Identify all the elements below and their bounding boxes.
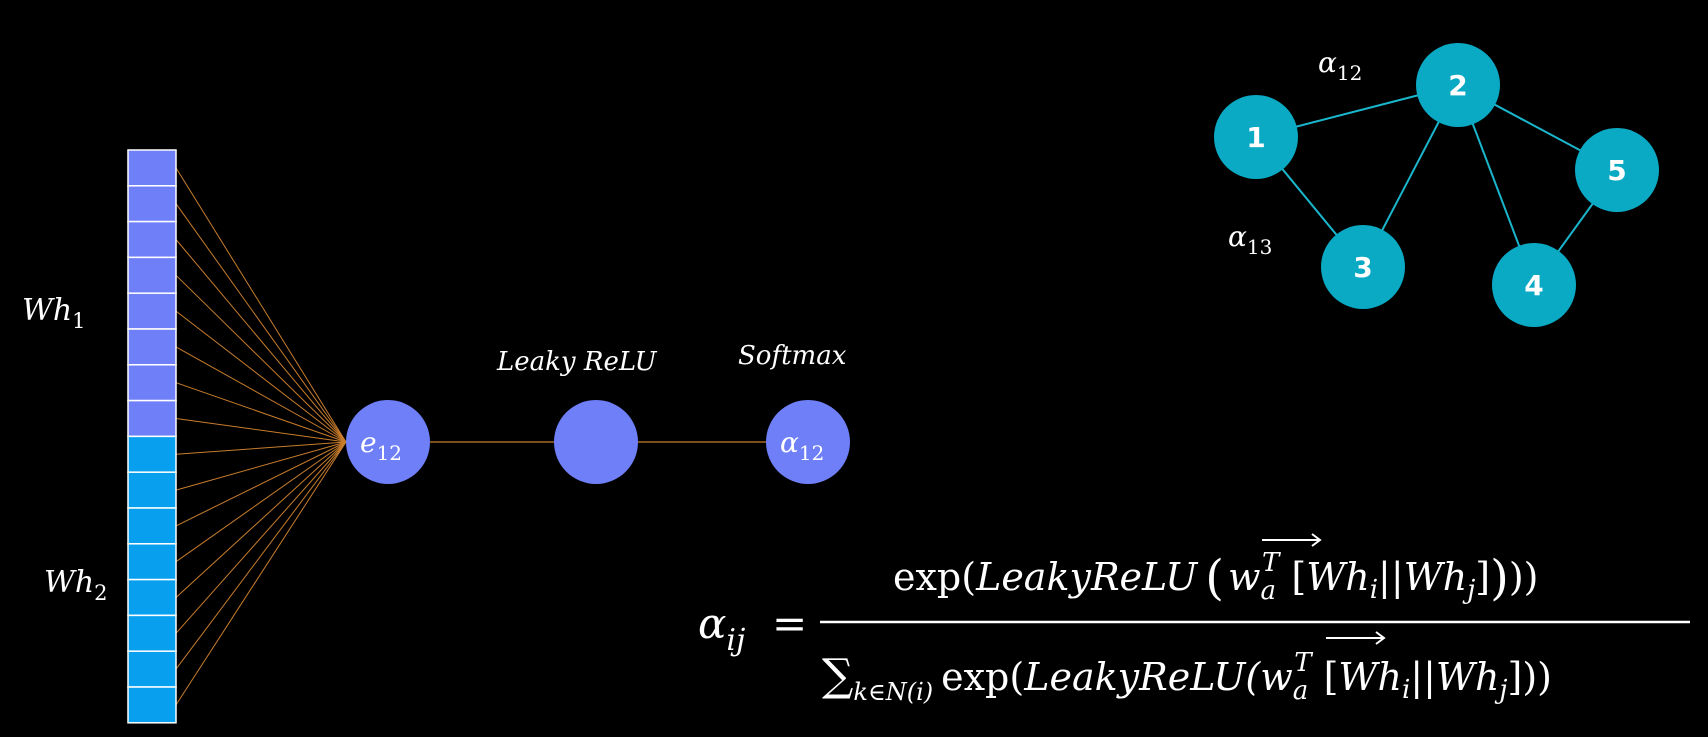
vector-cell <box>127 435 177 473</box>
graph-node-label-4: 4 <box>1524 269 1543 302</box>
formula-equals: = <box>772 599 807 648</box>
fan-line <box>175 274 347 443</box>
e12-node <box>346 400 430 484</box>
alpha12-pipeline-node <box>766 400 850 484</box>
graph-node-label-5: 5 <box>1607 154 1626 187</box>
graph-node-4 <box>1492 243 1576 327</box>
wh1-label: Wh1 <box>22 293 86 333</box>
graph-node-label-3: 3 <box>1353 251 1372 284</box>
vector-cell <box>127 220 177 259</box>
alpha12-pipeline-label: α12 <box>780 426 824 465</box>
leaky-relu-label: Leaky ReLU <box>496 347 658 377</box>
feature-vector <box>127 149 177 724</box>
graph-node-1 <box>1214 95 1298 179</box>
fan-line <box>175 441 347 670</box>
graph-node-5 <box>1575 128 1659 212</box>
vector-cell <box>127 328 177 366</box>
denominator-vector-arrow <box>1326 631 1386 645</box>
formula-denominator: ∑k∈N(i)exp(LeakyReLU(waT[Whi||Whj])) <box>822 648 1552 706</box>
vector-cell <box>127 578 177 617</box>
vector-cell <box>127 292 177 330</box>
fan-line <box>175 382 347 443</box>
fan-line <box>175 239 347 443</box>
fan-line <box>175 441 347 706</box>
fan-in-connectors <box>175 167 347 706</box>
fan-line <box>175 418 347 443</box>
vector-cell <box>127 686 177 724</box>
fan-line <box>175 167 347 443</box>
fan-line <box>175 441 347 491</box>
vector-cell <box>127 543 177 581</box>
vector-cell <box>127 256 177 294</box>
fan-line <box>175 441 347 598</box>
graph-edge-label-alpha12: α12 <box>1318 46 1362 85</box>
vector-cell <box>127 471 177 509</box>
numerator-vector-arrow <box>1262 533 1322 547</box>
fan-line <box>175 310 347 443</box>
formula-numerator: exp(LeakyReLU(waT[Whi||Whj]))) <box>893 548 1538 606</box>
graph-node-3 <box>1321 225 1405 309</box>
vector-cell <box>127 650 177 688</box>
vector-cell <box>127 364 177 402</box>
fan-line <box>175 441 347 563</box>
softmax-label: Softmax <box>738 341 847 371</box>
vector-cell <box>127 149 177 187</box>
graph-nodes: 1 2 3 4 5 <box>1214 43 1659 327</box>
graph-edge-label-alpha13: α13 <box>1228 220 1272 259</box>
vector-cell <box>127 399 177 438</box>
leaky-relu-node <box>554 400 638 484</box>
formula-lhs: αij <box>698 599 745 658</box>
attention-formula: αij = exp(LeakyReLU(waT[Whi||Whj]))) ∑k∈… <box>698 533 1690 706</box>
fan-line <box>175 203 347 443</box>
e12-node-label: e12 <box>360 426 402 465</box>
vector-cell <box>127 614 177 652</box>
fan-line <box>175 441 347 634</box>
wh2-label: Wh2 <box>44 565 108 605</box>
fan-line <box>175 441 347 455</box>
fan-line <box>175 441 347 527</box>
vector-cell <box>127 185 177 223</box>
fan-line <box>175 346 347 443</box>
vector-cell <box>127 507 177 545</box>
graph-node-2 <box>1416 43 1500 127</box>
graph-node-label-2: 2 <box>1448 69 1467 102</box>
graph-node-label-1: 1 <box>1246 121 1265 154</box>
